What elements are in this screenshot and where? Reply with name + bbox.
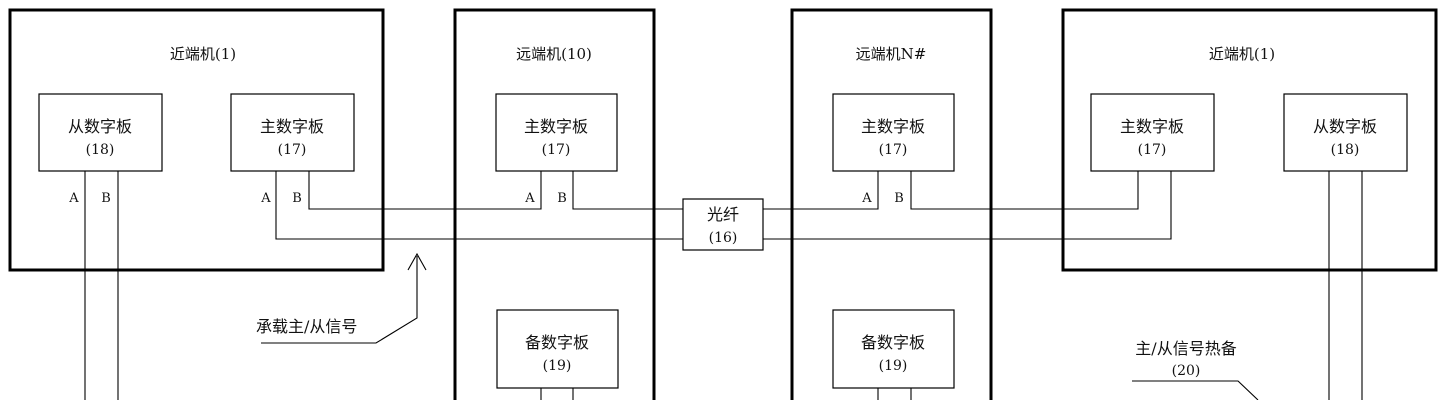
fiber-label: 光纤 [707, 205, 739, 224]
bus-b-remote10-to-fiber [572, 171, 683, 210]
slave-board-left-label: 从数字板 [68, 117, 132, 136]
port-b-master-left: B [292, 191, 302, 206]
backup-board-remoten [832, 309, 955, 389]
port-a-master-left: A [260, 191, 271, 206]
port-a-remoten: A [861, 191, 872, 206]
master-board-remote10 [495, 93, 618, 172]
master-board-right-number: (17) [1138, 142, 1167, 158]
near-end-machine-right-title: 近端机(1) [1209, 45, 1275, 63]
carry-signal-arrowhead [407, 252, 427, 271]
bus-a-left-to-fiber [275, 171, 683, 240]
port-b-slave-left: B [101, 191, 111, 206]
remote-machine-n-box [790, 8, 993, 400]
remote-machine-10-box [453, 8, 656, 400]
fiber-box [682, 198, 764, 251]
master-board-remote10-label: 主数字板 [524, 117, 588, 136]
port-b-remote10: B [557, 191, 567, 206]
backup-board-remote10-number: (19) [543, 358, 572, 374]
backup-board-remoten-label: 备数字板 [861, 333, 925, 352]
master-board-remote10-number: (17) [542, 142, 571, 158]
port-a-remote10: A [524, 191, 535, 206]
near-end-machine-left-title: 近端机(1) [170, 45, 236, 63]
hot-standby-annotation: 主/从信号热备 [1135, 339, 1236, 358]
bus-b-left-to-remote10 [308, 171, 542, 210]
carry-signal-annotation: 承载主/从信号 [256, 317, 357, 336]
master-board-left-number: (17) [278, 142, 307, 158]
port-a-slave-left: A [68, 191, 79, 206]
master-board-right-label: 主数字板 [1120, 117, 1184, 136]
backup-board-remote10-label: 备数字板 [525, 333, 589, 352]
master-board-left [230, 93, 355, 172]
backup-board-remote10 [496, 309, 619, 389]
slave-board-left-number: (18) [86, 142, 115, 158]
remote-machine-10-title: 远端机(10) [516, 45, 592, 63]
port-b-remoten: B [894, 191, 904, 206]
near-end-machine-left-box [8, 8, 385, 272]
master-board-remoten-number: (17) [879, 142, 908, 158]
master-board-right [1090, 93, 1215, 172]
master-board-left-label: 主数字板 [260, 117, 324, 136]
master-board-remoten [832, 93, 955, 172]
hot-standby-leader-line [1132, 380, 1259, 400]
slave-board-right [1283, 93, 1408, 172]
slave-board-right-label: 从数字板 [1313, 117, 1377, 136]
master-board-remoten-label: 主数字板 [861, 117, 925, 136]
backup-board-remoten-number: (19) [879, 358, 908, 374]
slave-board-left [38, 93, 163, 172]
near-end-machine-right-box [1061, 8, 1438, 272]
bus-b-fiber-to-remoten [763, 171, 879, 210]
slave-board-right-number: (18) [1331, 142, 1360, 158]
carry-signal-leader-line [261, 256, 418, 344]
fiber-number: (16) [709, 230, 738, 246]
bus-b-remoten-to-right [910, 171, 1139, 210]
remote-machine-n-title: 远端机N# [856, 45, 927, 63]
hot-standby-number: (20) [1172, 363, 1201, 379]
bus-a-fiber-to-right [763, 171, 1172, 240]
